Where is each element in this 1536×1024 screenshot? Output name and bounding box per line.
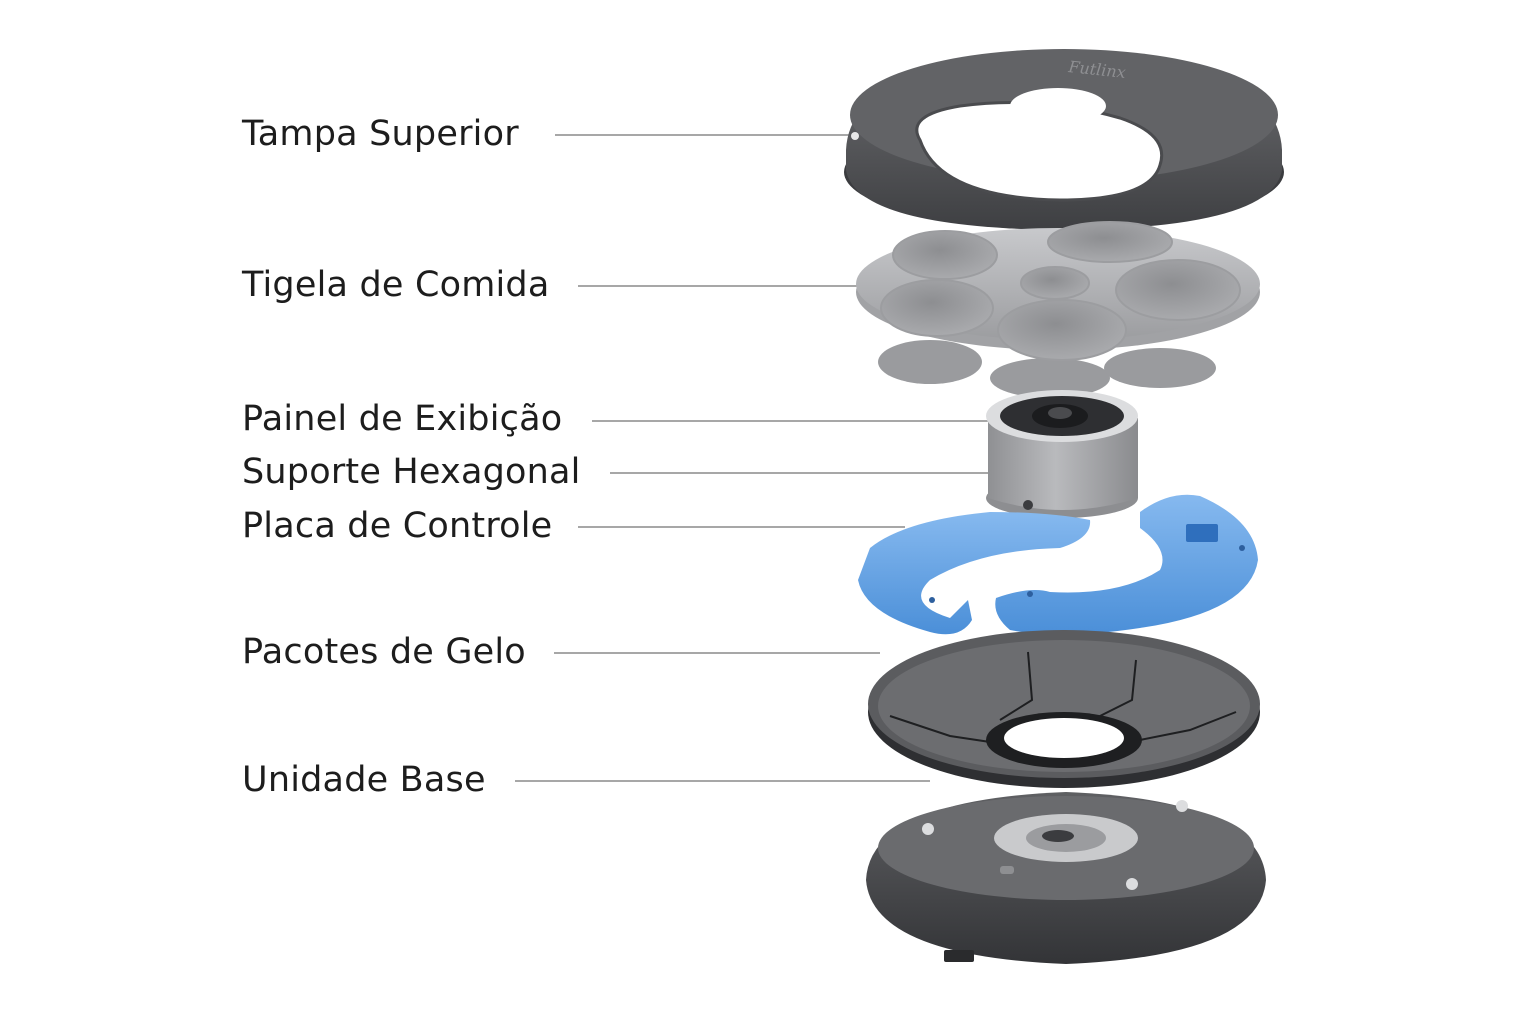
- food-bowl-part: [856, 221, 1260, 398]
- base-unit-part: [866, 792, 1266, 964]
- base-tray-part: [868, 630, 1260, 788]
- label-top-lid: Tampa Superior: [242, 114, 519, 154]
- display-cylinder-part: [986, 390, 1138, 518]
- leader-lines: [515, 134, 992, 782]
- label-control-plate: Placa de Controle: [242, 506, 553, 546]
- label-food-bowl: Tigela de Comida: [242, 265, 550, 305]
- label-hex-support: Suporte Hexagonal: [242, 452, 581, 492]
- label-ice-packs: Pacotes de Gelo: [242, 632, 526, 672]
- label-display-panel: Painel de Exibição: [242, 399, 563, 439]
- top-lid-part: Futlinx: [844, 49, 1284, 230]
- ice-packs-part: [858, 494, 1258, 635]
- label-base-unit: Unidade Base: [242, 760, 486, 800]
